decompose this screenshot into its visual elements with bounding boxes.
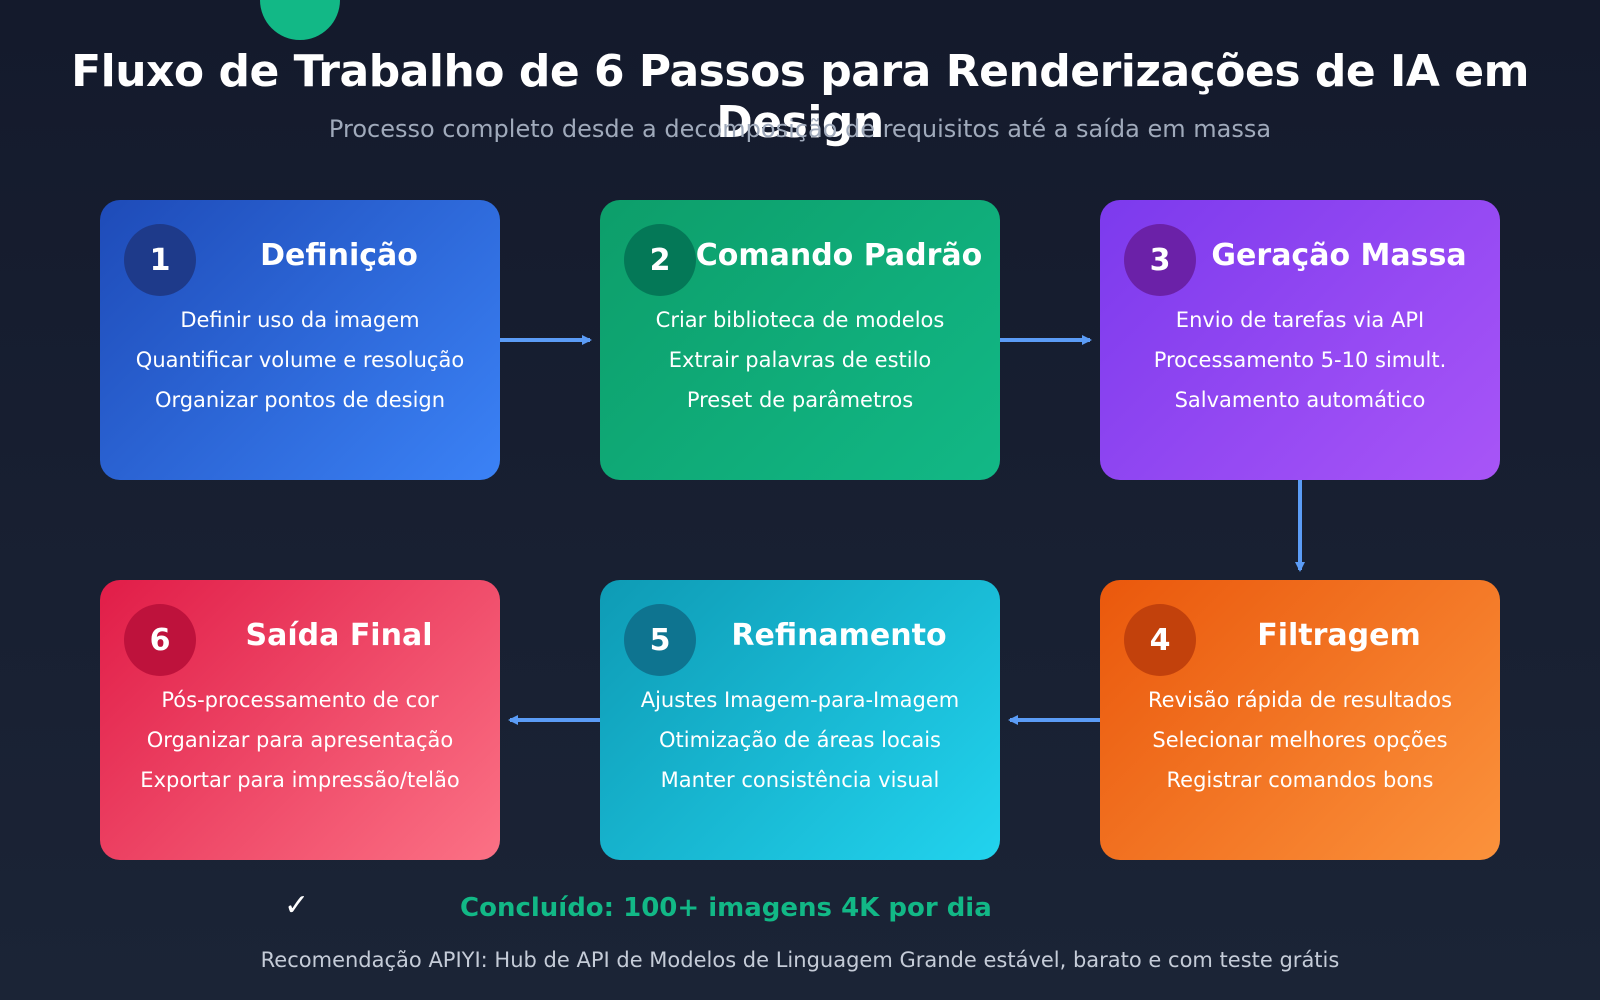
check-icon: ✓ [284, 888, 310, 923]
step-items: Envio de tarefas via API Processamento 5… [1100, 300, 1500, 420]
step-item: Pós-processamento de cor [161, 688, 439, 712]
step-items: Ajustes Imagem-para-Imagem Otimização de… [600, 680, 1000, 800]
step-item: Manter consistência visual [660, 768, 940, 792]
step-item: Processamento 5-10 simult. [1153, 348, 1447, 372]
step-item: Otimização de áreas locais [659, 728, 941, 752]
step-title: Comando Padrão [695, 238, 983, 273]
footer-recommendation: Recomendação APIYI: Hub de API de Modelo… [260, 948, 1340, 972]
page-title: Fluxo de Trabalho de 6 Passos para Rende… [71, 46, 1529, 148]
step-items: Definir uso da imagem Quantificar volume… [100, 300, 500, 420]
step-title: Definição [260, 238, 418, 273]
step-item: Registrar comandos bons [1166, 768, 1434, 792]
step-items: Criar biblioteca de modelos Extrair pala… [600, 300, 1000, 420]
step-card-6: 6 Saída Final Pós-processamento de cor O… [100, 580, 500, 860]
step-item: Criar biblioteca de modelos [655, 308, 945, 332]
step-item: Envio de tarefas via API [1175, 308, 1425, 332]
step-card-3: 3 Geração Massa Envio de tarefas via API… [1100, 200, 1500, 480]
step-card-4: 4 Filtragem Revisão rápida de resultados… [1100, 580, 1500, 860]
step-item: Ajustes Imagem-para-Imagem [640, 688, 960, 712]
step-item: Selecionar melhores opções [1152, 728, 1448, 752]
step-card-5: 5 Refinamento Ajustes Imagem-para-Imagem… [600, 580, 1000, 860]
step-title: Saída Final [245, 618, 433, 653]
step-item: Exportar para impressão/telão [140, 768, 460, 792]
step-item: Salvamento automático [1174, 388, 1426, 412]
page-subtitle: Processo completo desde a decomposição d… [328, 115, 1272, 143]
step-number-badge: 2 [624, 224, 696, 296]
step-card-1: 1 Definição Definir uso da imagem Quanti… [100, 200, 500, 480]
step-title: Refinamento [731, 618, 947, 653]
step-item: Definir uso da imagem [180, 308, 420, 332]
step-card-2: 2 Comando Padrão Criar biblioteca de mod… [600, 200, 1000, 480]
step-item: Extrair palavras de estilo [668, 348, 932, 372]
step-number-badge: 3 [1124, 224, 1196, 296]
step-item: Preset de parâmetros [686, 388, 914, 412]
step-title: Filtragem [1257, 618, 1421, 653]
step-title: Geração Massa [1211, 238, 1467, 273]
step-item: Revisão rápida de resultados [1147, 688, 1453, 712]
step-item: Organizar para apresentação [146, 728, 454, 752]
completion-text: Concluído: 100+ imagens 4K por dia [460, 893, 992, 923]
step-number-badge: 1 [124, 224, 196, 296]
step-item: Organizar pontos de design [154, 388, 446, 412]
step-number-badge: 4 [1124, 604, 1196, 676]
step-items: Pós-processamento de cor Organizar para … [100, 680, 500, 800]
step-item: Quantificar volume e resolução [135, 348, 465, 372]
step-items: Revisão rápida de resultados Selecionar … [1100, 680, 1500, 800]
step-number-badge: 5 [624, 604, 696, 676]
step-number-badge: 6 [124, 604, 196, 676]
